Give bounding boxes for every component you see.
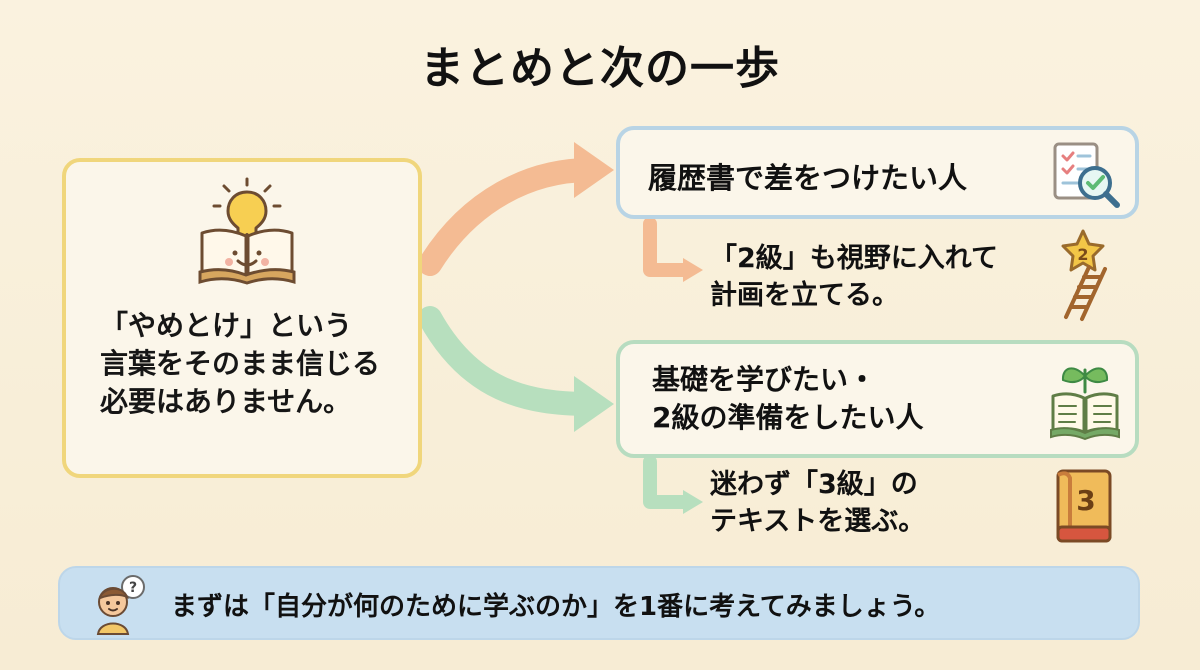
sprouting-book-icon [1050, 367, 1120, 441]
orange-main-arrowhead [574, 142, 614, 198]
resume-magnifier-icon [1053, 142, 1120, 208]
svg-text:?: ? [129, 580, 137, 596]
bottom-banner: ? まずは「自分が何のために学ぶのか」を1番に考えてみましょう。 [58, 566, 1140, 640]
ladder-star-2-icon: 2 [1061, 229, 1107, 321]
green-sub-arrowhead [683, 490, 703, 514]
green-main-arrowhead [574, 376, 614, 432]
orange-sub-arrowhead [683, 258, 703, 282]
resume-path-card: 履歴書で差をつけたい人 [616, 126, 1139, 219]
book-3-icon: 3 [1056, 469, 1112, 543]
resume-path-text: 履歴書で差をつけたい人 [648, 161, 968, 195]
green-main-arrow [418, 306, 602, 416]
open-book-lightbulb-icon [198, 177, 296, 285]
bottom-message: まずは「自分が何のために学ぶのか」を1番に考えてみましょう。 [171, 592, 941, 622]
foundation-path-note: 迷わず「3級」の テキストを選ぶ。 [710, 469, 926, 538]
page-title: まとめと次の一歩 [420, 43, 780, 94]
left-summary-card: 「やめとけ」という 言葉をそのまま信じる 必要はありません。 [62, 158, 422, 478]
foundation-path-text: 基礎を学びたい・ 2級の準備をしたい人 [652, 363, 924, 434]
thinking-person-icon: ? [96, 575, 145, 635]
foundation-path-card: 基礎を学びたい・ 2級の準備をしたい人 [616, 340, 1139, 458]
green-sub-arrow [643, 455, 694, 509]
resume-path-note: 「2級」も視野に入れて 計画を立てる。 [710, 243, 998, 312]
svg-text:2: 2 [1077, 245, 1088, 264]
left-summary-text: 「やめとけ」という 言葉をそのまま信じる 必要はありません。 [100, 309, 381, 418]
orange-sub-arrow [643, 217, 694, 277]
svg-text:3: 3 [1076, 484, 1095, 517]
orange-main-arrow [418, 158, 602, 276]
